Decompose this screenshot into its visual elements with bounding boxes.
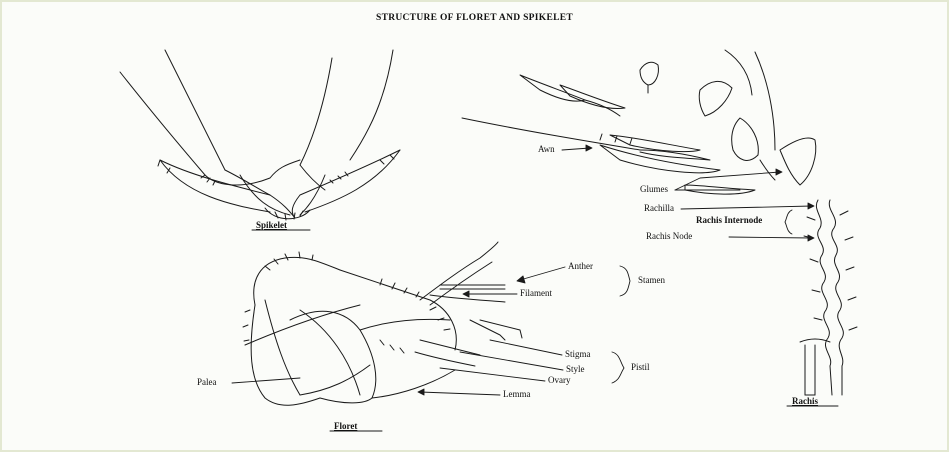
label-glumes: Glumes — [640, 184, 668, 194]
leader-lines — [232, 145, 814, 395]
spikelet-illustration — [120, 50, 400, 220]
label-filament: Filament — [520, 288, 552, 298]
label-stamen: Stamen — [638, 275, 665, 285]
caption-floret: Floret — [334, 421, 357, 431]
caption-rachis: Rachis — [792, 396, 818, 406]
label-style: Style — [566, 364, 585, 374]
label-ovary: Ovary — [548, 375, 571, 385]
label-lemma: Lemma — [503, 389, 531, 399]
caption-spikelet: Spikelet — [256, 220, 287, 230]
label-anther: Anther — [568, 261, 593, 271]
awn-and-florets-illustration — [462, 50, 816, 194]
label-rachis-internode: Rachis Internode — [696, 215, 762, 225]
rachis-illustration — [800, 200, 857, 395]
label-awn: Awn — [538, 144, 555, 154]
label-rachilla: Rachilla — [644, 203, 674, 213]
label-rachis-node: Rachis Node — [646, 231, 692, 241]
figure-title: STRUCTURE OF FLORET AND SPIKELET — [0, 13, 949, 23]
label-stigma: Stigma — [565, 349, 591, 359]
label-palea: Palea — [197, 377, 217, 387]
floret-illustration — [243, 242, 522, 405]
label-pistil: Pistil — [631, 362, 650, 372]
caption-rules — [252, 230, 838, 431]
